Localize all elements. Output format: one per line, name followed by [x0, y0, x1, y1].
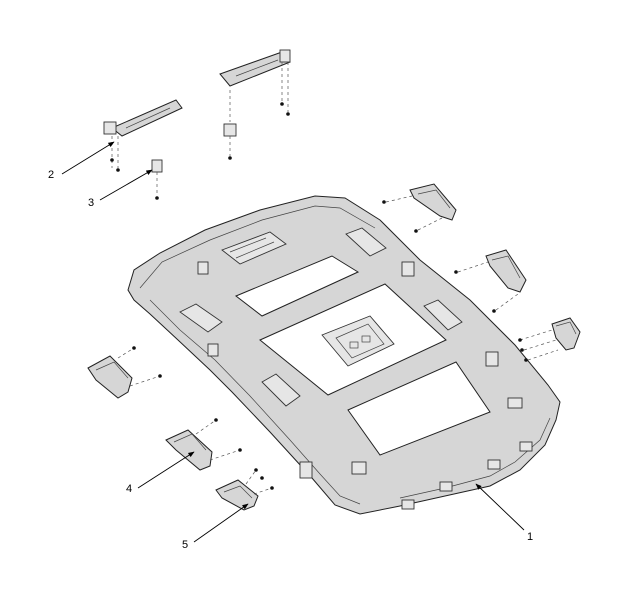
panel-front: [235, 255, 360, 317]
callout-4: 4: [126, 483, 132, 495]
sunvisor-retainer-left: [151, 159, 163, 200]
callout-2: 2: [48, 169, 54, 181]
overhead-console: [321, 315, 395, 367]
callout-labels: 2 3 4 5 1: [48, 169, 533, 551]
assist-handle-bracket-right-upper: [382, 183, 457, 233]
leader-2: [61, 141, 115, 175]
panel-rear: [347, 361, 491, 456]
assist-handle-bracket-left-upper: [87, 346, 162, 399]
handle-pocket-right-front: [345, 227, 387, 257]
handle-pocket-left-rear: [261, 373, 301, 407]
leader-3: [99, 169, 153, 201]
callout-leaders: [61, 141, 525, 543]
headlining-panel: [127, 195, 561, 515]
callout-3: 3: [88, 197, 94, 209]
bracket-lower: [215, 468, 274, 511]
assist-handle-bracket-right-lower: [454, 249, 527, 313]
sunvisor-retainer-right: [223, 90, 237, 160]
callout-1: 1: [527, 531, 533, 543]
rear-clips: [197, 261, 533, 510]
sunvisor-right: [219, 49, 291, 116]
sunvisor-left: [103, 99, 183, 172]
handle-pocket-left-front: [179, 303, 223, 333]
handle-pocket-right-rear: [423, 299, 463, 331]
rear-bracket-right: [518, 317, 581, 362]
leader-5: [193, 503, 249, 543]
assist-handle-bracket-left-lower: [165, 418, 242, 471]
map-lamp-housing: [221, 231, 287, 265]
leader-4: [137, 451, 195, 489]
callout-5: 5: [182, 539, 188, 551]
leader-1: [475, 483, 525, 531]
